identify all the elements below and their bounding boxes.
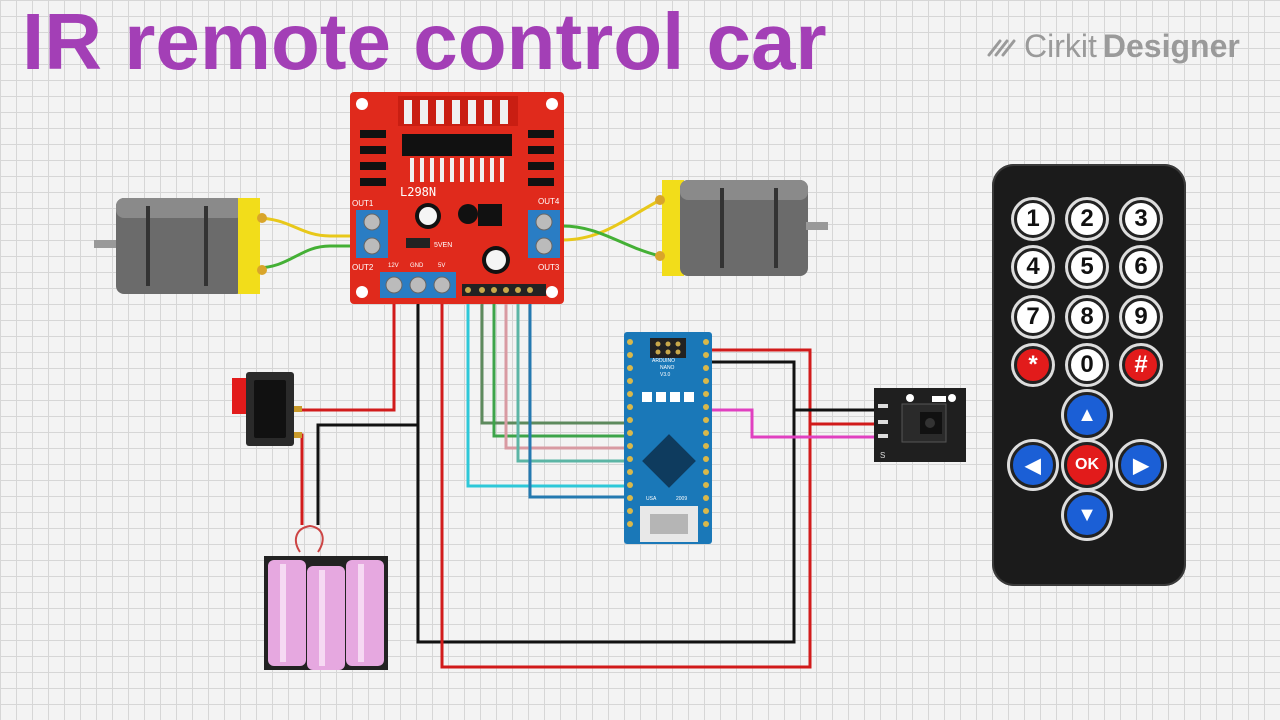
remote-ok-button[interactable]: OK (1064, 442, 1110, 488)
driver-out3-label: OUT3 (538, 263, 560, 272)
remote-key-8[interactable]: 8 (1068, 298, 1106, 336)
driver-5v-label: 5V (438, 263, 445, 269)
driver-chip-label: L298N (400, 185, 436, 199)
nano-year-label: 2009 (676, 496, 687, 502)
wire-motor-right-green (561, 224, 661, 258)
nano-label-1: ARDUINO (652, 358, 675, 364)
wire-motor-left-yellow (255, 216, 356, 238)
ir-receiver-module: S (874, 388, 966, 462)
l298n-driver-board: L298N OUT1 OUT2 OUT3 OUT4 5VEN 12V GND 5… (350, 92, 564, 304)
remote-key-2[interactable]: 2 (1068, 200, 1106, 238)
wire-motor-right-yellow (561, 198, 661, 242)
wire-signal-green2 (492, 296, 628, 438)
brand-name: Cirkit (1024, 28, 1097, 64)
motor-right (655, 180, 828, 276)
remote-key-6[interactable]: 6 (1122, 248, 1160, 286)
remote-up-button[interactable]: ▲ (1064, 392, 1110, 438)
remote-key-4[interactable]: 4 (1014, 248, 1052, 286)
driver-12v-label: 12V (388, 263, 399, 269)
wire-battery-black (316, 298, 420, 525)
driver-out2-label: OUT2 (352, 263, 374, 272)
arduino-nano: ARDUINO NANO V3.0 USA 2009 (624, 332, 712, 544)
remote-key-star[interactable]: * (1014, 346, 1052, 384)
wire-battery-red (300, 433, 304, 525)
remote-left-button[interactable]: ◀ (1010, 442, 1056, 488)
rocker-switch (232, 372, 302, 446)
remote-key-3[interactable]: 3 (1122, 200, 1160, 238)
wire-signal-blue (528, 296, 628, 499)
wire-signal-green1 (480, 296, 628, 425)
wire-switch-12v (298, 298, 396, 412)
ir-pin-s-label: S (880, 451, 885, 460)
motor-left (94, 198, 267, 294)
wire-signal-pink (504, 296, 628, 450)
remote-key-hash[interactable]: # (1122, 346, 1160, 384)
wire-gnd-loop (416, 360, 796, 644)
diagram-title: IR remote control car (22, 0, 827, 86)
wire-5v-loop (440, 298, 812, 669)
remote-key-1[interactable]: 1 (1014, 200, 1052, 238)
wire-signal-cyan (466, 296, 628, 488)
nano-usa-label: USA (646, 496, 657, 502)
wire-signal-teal (516, 296, 628, 463)
driver-gnd-label: GND (410, 263, 424, 269)
nano-label-2: NANO (660, 365, 675, 371)
remote-key-5[interactable]: 5 (1068, 248, 1106, 286)
ir-remote: 1 2 3 4 5 6 7 8 9 * 0 # ▲ ◀ OK ▶ ▼ (992, 164, 1186, 586)
remote-key-7[interactable]: 7 (1014, 298, 1052, 336)
nano-label-3: V3.0 (660, 372, 671, 378)
battery-pack (264, 524, 388, 670)
remote-key-0[interactable]: 0 (1068, 346, 1106, 384)
driver-out4-label: OUT4 (538, 197, 560, 206)
wire-motor-left-green (255, 244, 356, 270)
remote-right-button[interactable]: ▶ (1118, 442, 1164, 488)
driver-out1-label: OUT1 (352, 199, 374, 208)
cirkit-logo-icon (987, 39, 1016, 56)
remote-down-button[interactable]: ▼ (1064, 492, 1110, 538)
brand-suffix: Designer (1102, 28, 1240, 64)
driver-5ven-label: 5VEN (434, 242, 452, 249)
remote-key-9[interactable]: 9 (1122, 298, 1160, 336)
brand-logo: Cirkit Designer (986, 28, 1240, 65)
